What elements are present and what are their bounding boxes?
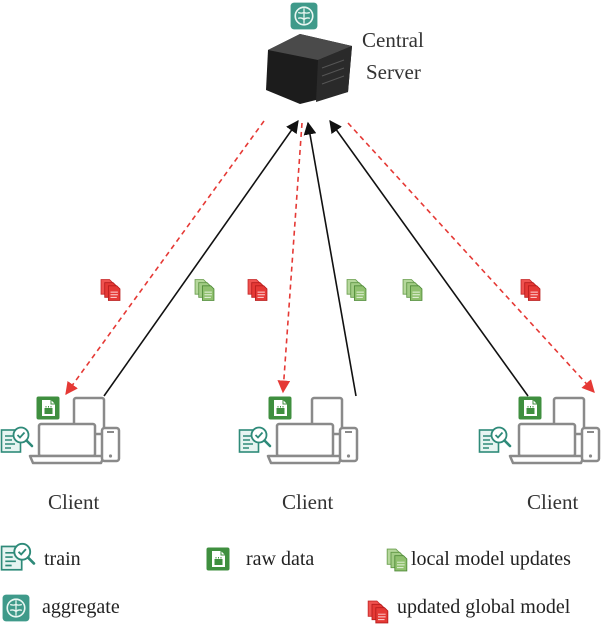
raw-data-icon: [518, 396, 542, 420]
legend-train-label: train: [44, 548, 81, 570]
upload-arrow: [103, 119, 299, 397]
client-1: [0, 396, 121, 465]
client-label: Client: [48, 490, 100, 514]
legend-train-icon: [0, 542, 36, 572]
legend-local-updates-icon: [386, 548, 408, 572]
local-update-icon: [346, 279, 367, 301]
server-label-line2: Server: [366, 60, 421, 84]
local-update-icon: [402, 279, 423, 301]
server-aggregate-icon: [290, 2, 318, 30]
download-arrow: [277, 122, 303, 394]
legend-aggregate-icon: [2, 594, 30, 622]
legend-global-model-icon: [367, 600, 389, 624]
client-label: Client: [527, 490, 579, 514]
train-icon: [478, 426, 512, 454]
client-label: Client: [282, 490, 334, 514]
raw-data-icon: [36, 396, 60, 420]
upload-arrow: [303, 121, 357, 397]
legend-local-updates-label: local model updates: [411, 548, 571, 570]
legend-aggregate-label: aggregate: [42, 596, 120, 618]
global-model-icon: [520, 279, 541, 301]
download-arrow: [65, 120, 265, 396]
server-label-line1: Central: [362, 28, 424, 52]
global-model-icon: [247, 279, 268, 301]
legend-raw-data-icon: [206, 546, 230, 572]
legend-global-model-label: updated global model: [397, 596, 571, 618]
legend-raw-data-label: raw data: [246, 548, 315, 570]
train-icon: [0, 426, 34, 454]
train-icon: [238, 426, 272, 454]
local-update-icon: [194, 279, 215, 301]
download-arrow: [347, 122, 595, 393]
global-model-icon: [100, 279, 121, 301]
raw-data-icon: [268, 396, 292, 420]
client-2: [238, 396, 359, 465]
arrows-group: [65, 119, 595, 397]
client-3: [478, 396, 601, 465]
server-box-icon: [266, 34, 352, 104]
upload-arrow: [329, 119, 529, 397]
